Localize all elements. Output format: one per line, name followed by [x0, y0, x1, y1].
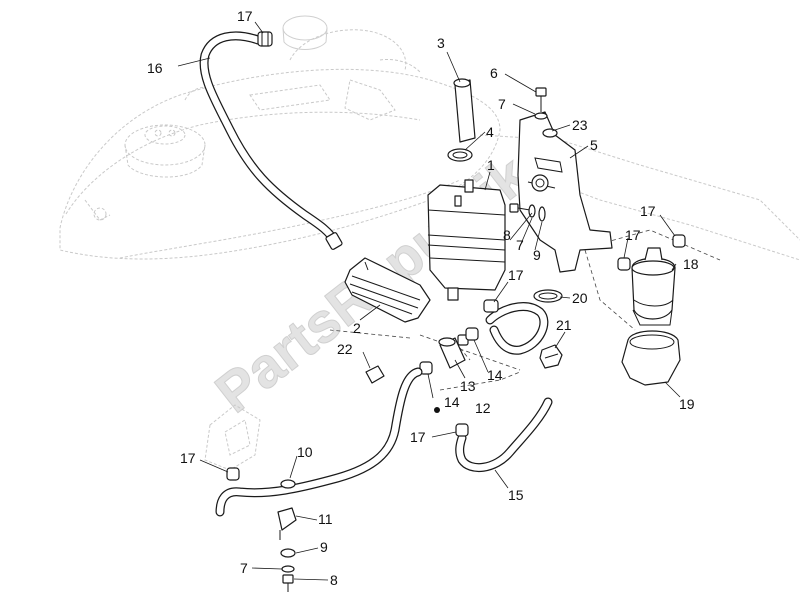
grommet-23	[542, 128, 558, 138]
clamp-17-right	[617, 234, 686, 271]
callout-10: 10	[297, 444, 313, 460]
callout-17: 17	[625, 227, 641, 243]
callout-17: 17	[640, 203, 656, 219]
callout-14: 14	[444, 394, 460, 410]
callout-3: 3	[437, 35, 445, 51]
callout-8: 8	[330, 572, 338, 588]
sensor-21	[539, 344, 563, 369]
callout-7: 7	[498, 96, 506, 112]
callout-17: 17	[180, 450, 196, 466]
callout-labels: 17 16 3 6 7 23 4 5 1 17 17 8 7 9 18 17 2…	[147, 8, 699, 588]
callout-13: 13	[460, 378, 476, 394]
washer-10	[280, 479, 296, 489]
callout-20: 20	[572, 290, 588, 306]
valve-13	[438, 334, 469, 369]
washer-9-bottom	[280, 548, 296, 558]
bracket-11	[277, 507, 297, 540]
callout-9: 9	[533, 247, 541, 263]
clip-4	[447, 148, 473, 162]
callout-7: 7	[240, 560, 248, 576]
washer-7-top	[534, 112, 548, 120]
filter-18	[631, 247, 676, 326]
callout-23: 23	[572, 117, 588, 133]
callout-6: 6	[490, 65, 498, 81]
hose-15	[455, 397, 553, 472]
hose-3	[453, 78, 476, 143]
callout-22: 22	[337, 341, 353, 357]
callout-16: 16	[147, 60, 163, 76]
tank-cap-ghost	[282, 15, 328, 50]
callout-8: 8	[503, 227, 511, 243]
callout-17: 17	[410, 429, 426, 445]
clamp-17-top	[257, 31, 273, 47]
washer-7-bottom	[281, 565, 295, 573]
callout-15: 15	[508, 487, 524, 503]
bracket-5	[517, 111, 613, 273]
fuel-tank-ghost	[59, 29, 800, 261]
reference-dot	[434, 407, 440, 413]
callout-7: 7	[516, 237, 524, 253]
leader-lines	[177, 21, 681, 581]
hose-loop	[483, 299, 549, 355]
callout-4: 4	[486, 124, 494, 140]
callout-14: 14	[487, 367, 503, 383]
strap-2	[344, 257, 431, 323]
callout-18: 18	[683, 256, 699, 272]
frame-bracket-ghost	[204, 404, 261, 471]
bolt-8-bottom	[282, 574, 294, 592]
callout-1: 1	[487, 157, 495, 173]
callout-17: 17	[508, 267, 524, 283]
callout-5: 5	[590, 137, 598, 153]
bolt-6	[535, 87, 547, 112]
filler-cap-ghost	[124, 124, 206, 178]
clamp-20	[533, 289, 563, 303]
callout-11: 11	[318, 511, 333, 527]
connector-22	[365, 365, 385, 384]
callout-17: 17	[237, 8, 253, 24]
callout-21: 21	[556, 317, 572, 333]
bolt-8-mid	[509, 203, 546, 222]
holder-19	[621, 330, 681, 386]
hose-lower	[215, 367, 423, 517]
hose-16	[199, 31, 343, 250]
canister-1	[427, 179, 506, 301]
callout-12: 12	[475, 400, 491, 416]
callout-19: 19	[679, 396, 695, 412]
callout-2: 2	[353, 320, 361, 336]
callout-9: 9	[320, 539, 328, 555]
